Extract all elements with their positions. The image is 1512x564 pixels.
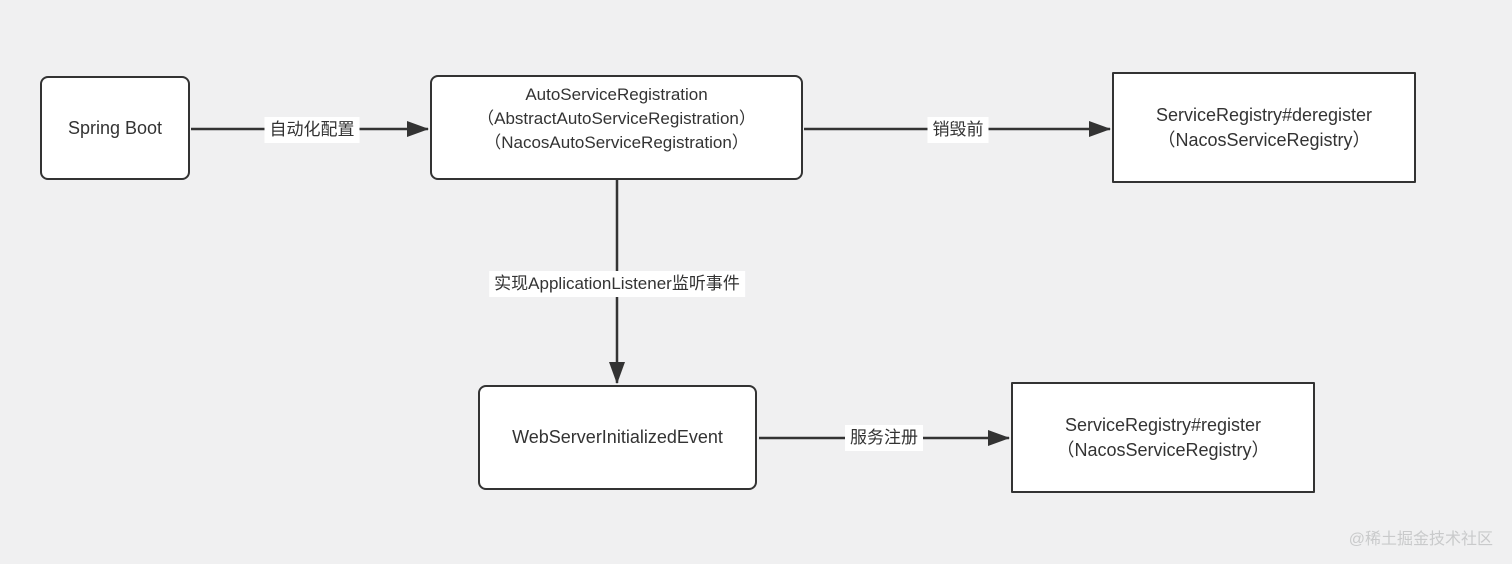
node-label: （NacosServiceRegistry） xyxy=(1157,129,1371,150)
node-auto-service-registration: AutoServiceRegistration （AbstractAutoSer… xyxy=(430,75,803,180)
node-label: ServiceRegistry#register xyxy=(1064,414,1262,435)
edge-label-before-destroy: 销毁前 xyxy=(927,117,989,143)
edge-label-auto-config: 自动化配置 xyxy=(264,117,360,143)
node-label: ServiceRegistry#deregister xyxy=(1155,104,1373,125)
edge-label-application-listener: 实现ApplicationListener监听事件 xyxy=(489,271,745,297)
node-label: （AbstractAutoServiceRegistration） xyxy=(477,109,756,128)
node-label: Spring Boot xyxy=(67,117,163,138)
node-label: （NacosAutoServiceRegistration） xyxy=(484,133,749,152)
node-service-registry-register: ServiceRegistry#register （NacosServiceRe… xyxy=(1011,382,1315,493)
node-spring-boot: Spring Boot xyxy=(40,76,190,180)
node-web-server-initialized-event: WebServerInitializedEvent xyxy=(478,385,757,490)
node-label: （NacosServiceRegistry） xyxy=(1056,439,1270,460)
edge-label-service-register: 服务注册 xyxy=(845,425,923,451)
node-label: WebServerInitializedEvent xyxy=(512,427,723,447)
node-label: AutoServiceRegistration xyxy=(525,85,708,104)
watermark-juejin: @稀土掘金技术社区 xyxy=(1348,531,1493,548)
node-service-registry-deregister: ServiceRegistry#deregister （NacosService… xyxy=(1112,72,1416,183)
